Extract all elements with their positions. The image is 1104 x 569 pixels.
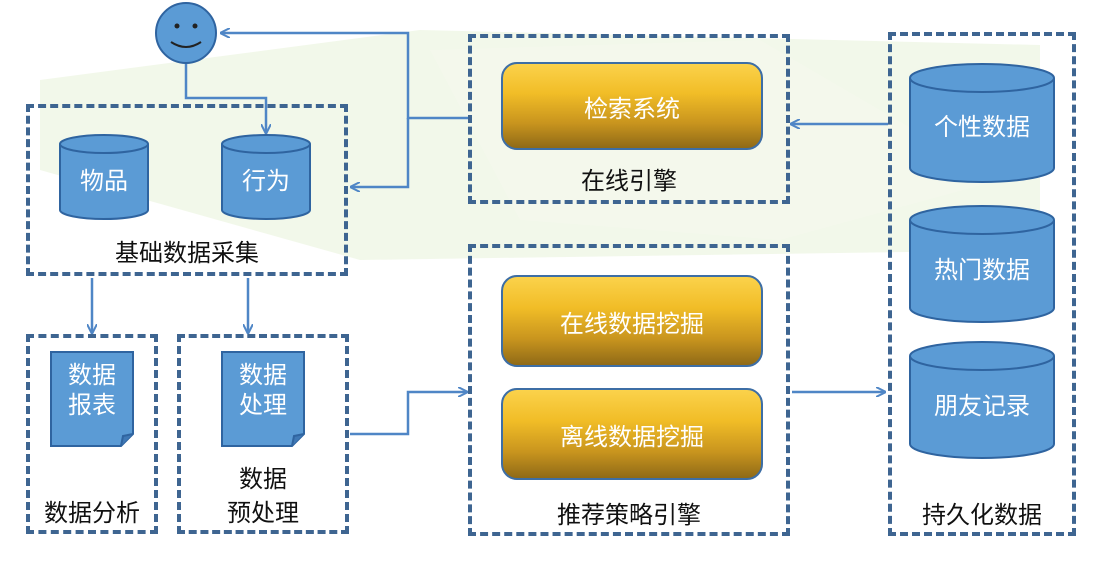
friend-record-label: 朋友记录	[934, 392, 1030, 420]
behavior-label: 行为	[242, 167, 290, 195]
data-analysis-frame: 数据分析	[26, 334, 158, 534]
persistent-data-frame: 持久化数据	[888, 32, 1076, 536]
data-analysis-title: 数据分析	[44, 499, 140, 527]
online-engine-frame: 在线引擎	[468, 34, 790, 204]
retrieval-system-module[interactable]: 检索系统	[501, 62, 763, 150]
preprocessing-title-line2: 预处理	[227, 499, 299, 527]
goods-cylinder-icon	[59, 134, 149, 220]
strategy-engine-title: 推荐策略引擎	[557, 501, 701, 529]
goods-label: 物品	[80, 167, 128, 195]
preprocessing-title-line1: 数据	[239, 465, 287, 493]
hot-data-label: 热门数据	[934, 256, 1030, 284]
basic-collection-frame: 基础数据采集	[26, 104, 348, 276]
offline-mining-module[interactable]: 离线数据挖掘	[501, 388, 763, 480]
strategy-engine-frame: 推荐策略引擎	[468, 244, 790, 536]
behavior-cylinder-icon	[221, 134, 311, 220]
report-document-fold	[120, 433, 134, 447]
processing-doc-label: 数据处理	[222, 360, 304, 420]
processing-doc-text: 数据处理	[239, 361, 287, 419]
friend-record-cylinder-icon	[909, 341, 1055, 459]
user-smiley-icon	[155, 2, 217, 64]
arrow-preprocess-to-strategy	[350, 392, 466, 436]
hot-data-cylinder-icon	[909, 205, 1055, 323]
online-mining-module[interactable]: 在线数据挖掘	[501, 275, 763, 367]
report-doc-text: 数据报表	[68, 361, 116, 419]
processing-document-fold	[291, 433, 305, 447]
basic-collection-title: 基础数据采集	[115, 239, 259, 267]
report-doc-label: 数据报表	[51, 360, 133, 420]
preprocessing-frame: 数据 预处理	[177, 334, 349, 534]
personal-data-cylinder-icon	[909, 63, 1055, 183]
persistent-data-title: 持久化数据	[922, 501, 1042, 529]
arrow-user-to-behavior	[184, 64, 266, 132]
arrow-engine-to-collection	[352, 118, 410, 187]
arrow-engine-to-user	[222, 33, 468, 120]
personal-data-label: 个性数据	[934, 113, 1030, 141]
online-engine-title: 在线引擎	[581, 167, 677, 195]
